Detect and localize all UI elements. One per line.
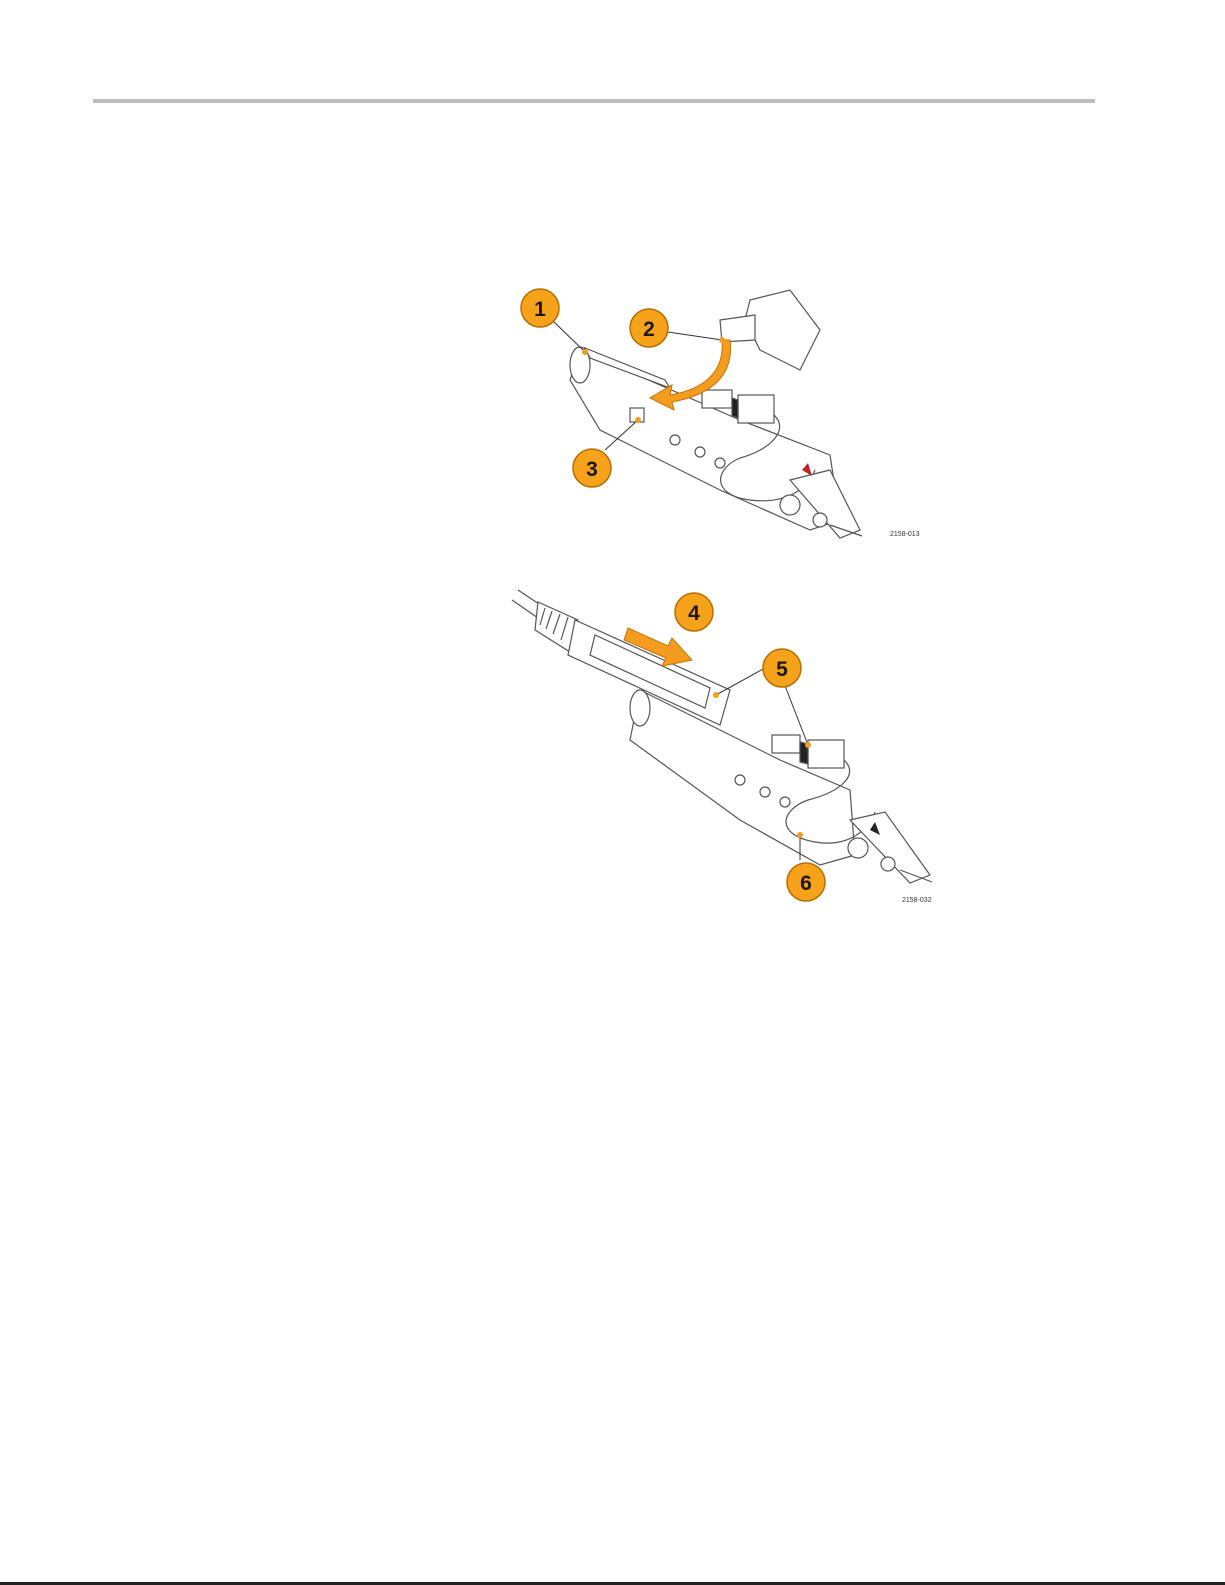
callout-4-label: 4: [688, 602, 700, 625]
holder-hole: [735, 775, 745, 785]
probe-cable: [512, 600, 538, 618]
figure-1-illustration: 1 2 3 2158-013: [490, 280, 960, 555]
holder-hole: [715, 458, 725, 468]
callout-2: 2: [630, 309, 668, 347]
figure-2-id: 2158-032: [902, 897, 932, 904]
cover-piece: [745, 290, 820, 370]
callout-4: 4: [675, 593, 713, 631]
callout-1-label: 1: [534, 298, 546, 321]
leader-line-2: [668, 332, 722, 340]
figure-probe-insertion: 4 5 6 2158-032: [490, 580, 960, 915]
leader-dot-6: [797, 832, 803, 838]
holder-hole: [760, 787, 770, 797]
callout-3-label: 3: [586, 458, 598, 481]
holder-hole: [780, 797, 790, 807]
leader-dot-2: [719, 337, 725, 343]
tip-knob: [881, 857, 895, 871]
callout-5-label: 5: [776, 658, 788, 681]
holder-end: [630, 690, 650, 726]
leader-line-1: [552, 320, 585, 352]
figure-1-id: 2158-013: [890, 531, 920, 538]
leader-dot-3: [635, 417, 641, 423]
tip-knob: [813, 513, 827, 527]
connector-pins: [732, 398, 738, 418]
callout-2-label: 2: [643, 318, 655, 341]
header-rule: [93, 99, 1095, 103]
leader-line-5a: [716, 668, 765, 695]
leader-dot-1: [582, 349, 588, 355]
figure-probe-holder-assembly: 1 2 3 2158-013: [490, 280, 960, 555]
callout-6-label: 6: [800, 872, 812, 895]
connector-block: [702, 390, 732, 408]
tip-knob: [848, 838, 868, 858]
leader-dot-5b: [805, 742, 811, 748]
tip-knob: [780, 495, 800, 515]
leader-dot-5a: [713, 692, 719, 698]
connector-block: [772, 735, 800, 753]
holder-hole: [695, 447, 705, 457]
callout-5: 5: [763, 649, 801, 687]
callout-6: 6: [787, 863, 825, 901]
figure-2-illustration: 4 5 6 2158-032: [490, 580, 960, 915]
callout-1: 1: [521, 289, 559, 327]
connector-plug: [738, 395, 774, 423]
callout-3: 3: [573, 449, 611, 487]
holder-hole: [670, 435, 680, 445]
connector-plug: [808, 740, 844, 768]
cover-tab: [720, 315, 755, 342]
